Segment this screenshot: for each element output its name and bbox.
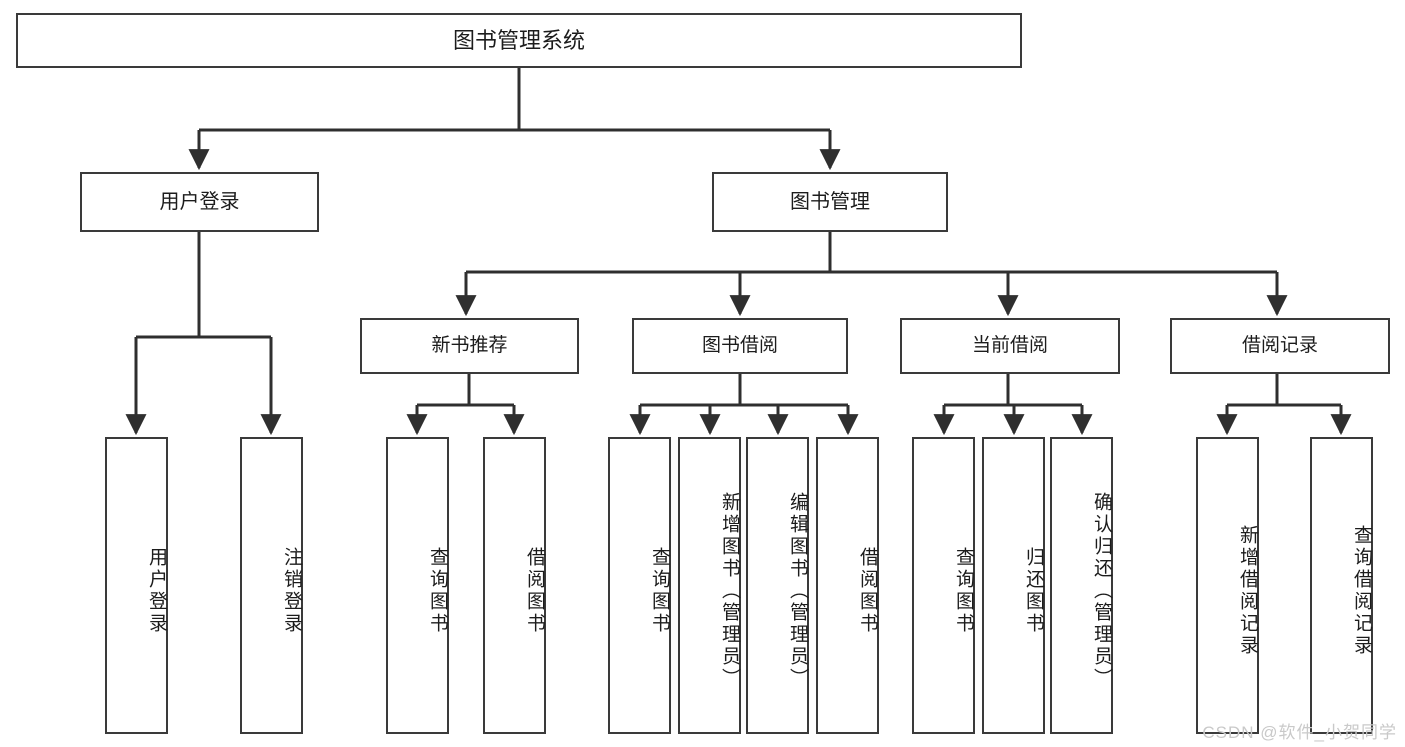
node-new-book-recommend[interactable]: 新书推荐 [360,318,579,374]
leaf-book-borrow-query-label: 查询图书 [649,546,670,635]
leaf-new-book-borrow[interactable]: 借阅图书 [483,437,546,734]
node-book-management[interactable]: 图书管理 [712,172,948,232]
leaf-new-book-query[interactable]: 查询图书 [386,437,449,734]
leaf-new-book-borrow-label: 借阅图书 [524,546,545,635]
leaf-records-query-label: 查询借阅记录 [1351,524,1372,657]
leaf-book-borrow-borrow-label: 借阅图书 [857,546,878,635]
leaf-book-borrow-edit[interactable]: 编辑图书（管理员） [746,437,809,734]
node-borrow-records-label: 借阅记录 [1241,335,1318,357]
node-root[interactable]: 图书管理系统 [16,13,1022,68]
leaf-book-borrow-add-label: 新增图书（管理员） [719,491,740,690]
leaf-book-borrow-borrow[interactable]: 借阅图书 [816,437,879,734]
leaf-user-login-logout-label: 注销登录 [281,546,302,635]
node-root-label: 图书管理系统 [452,27,585,53]
node-book-management-label: 图书管理 [790,190,870,213]
node-book-borrow[interactable]: 图书借阅 [632,318,848,374]
watermark-text: CSDN @软件_小贺同学 [1202,723,1397,742]
leaf-records-add[interactable]: 新增借阅记录 [1196,437,1259,734]
leaf-user-login-login-label: 用户登录 [146,546,167,635]
leaf-current-borrow-confirm[interactable]: 确认归还（管理员） [1050,437,1113,734]
node-current-borrow-label: 当前借阅 [971,335,1048,357]
leaf-user-login-login[interactable]: 用户登录 [105,437,168,734]
leaf-user-login-logout[interactable]: 注销登录 [240,437,303,734]
leaf-book-borrow-query[interactable]: 查询图书 [608,437,671,734]
node-user-login-label: 用户登录 [159,190,240,213]
leaf-records-query[interactable]: 查询借阅记录 [1310,437,1373,734]
leaf-new-book-query-label: 查询图书 [427,546,448,635]
leaf-book-borrow-add[interactable]: 新增图书（管理员） [678,437,741,734]
node-current-borrow[interactable]: 当前借阅 [900,318,1120,374]
leaf-current-borrow-return[interactable]: 归还图书 [982,437,1045,734]
leaf-current-borrow-return-label: 归还图书 [1023,546,1044,635]
leaf-current-borrow-query-label: 查询图书 [953,546,974,635]
node-borrow-records[interactable]: 借阅记录 [1170,318,1390,374]
leaf-book-borrow-edit-label: 编辑图书（管理员） [787,491,808,690]
node-new-book-recommend-label: 新书推荐 [431,335,508,357]
node-user-login[interactable]: 用户登录 [80,172,319,232]
leaf-current-borrow-query[interactable]: 查询图书 [912,437,975,734]
leaf-current-borrow-confirm-label: 确认归还（管理员） [1091,491,1112,690]
node-book-borrow-label: 图书借阅 [701,335,778,357]
leaf-records-add-label: 新增借阅记录 [1237,524,1258,657]
